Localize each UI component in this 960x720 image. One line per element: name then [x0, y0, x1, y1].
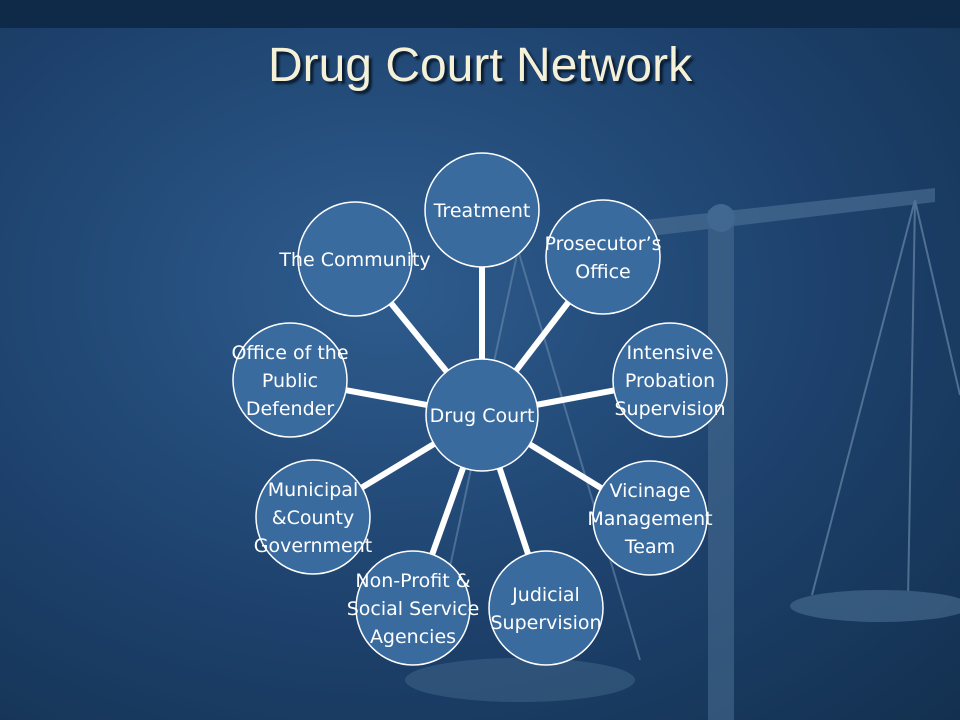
- nodes: Drug CourtTreatmentProsecutor’sOfficeInt…: [231, 152, 728, 666]
- node-non-profit-social-service-agencies-label-line: Non-Profit &: [355, 570, 470, 592]
- node-drug-court-label-line: Drug Court: [430, 405, 535, 427]
- node-prosecutors-office-label-line: Office: [575, 261, 630, 283]
- node-judicial-supervision-label-line: Supervision: [490, 612, 601, 634]
- node-office-of-the-public-defender-circle: [232, 322, 348, 438]
- node-judicial-supervision-label-line: Judicial: [511, 584, 580, 606]
- connectors: [345, 267, 615, 556]
- connector-intensive-probation-supervision: [536, 387, 615, 408]
- connector-non-profit-social-service-agencies: [429, 466, 466, 556]
- node-intensive-probation-supervision-label-line: Intensive: [627, 342, 714, 364]
- node-office-of-the-public-defender-label-line: Defender: [246, 398, 334, 420]
- node-municipal-county-government-circle: [255, 459, 371, 575]
- node-prosecutors-office-circle: [545, 199, 661, 315]
- node-the-community-circle: [297, 201, 413, 317]
- node-the-community-label-line: The Community: [278, 249, 430, 271]
- node-vicinage-management-team-label-line: Management: [587, 508, 712, 530]
- node-intensive-probation-supervision-label-line: Supervision: [614, 398, 725, 420]
- connector-office-of-the-public-defender: [345, 387, 428, 408]
- node-non-profit-social-service-agencies-circle: [355, 550, 471, 666]
- node-vicinage-management-team-label-line: Team: [624, 536, 675, 558]
- node-treatment-circle: [424, 152, 540, 268]
- connector-judicial-supervision: [496, 467, 531, 555]
- node-municipal-county-government-label-line: &County: [272, 507, 355, 529]
- node-intensive-probation-supervision-circle: [612, 322, 728, 438]
- node-non-profit-social-service-agencies-label-line: Agencies: [370, 626, 456, 648]
- node-vicinage-management-team-label-line: Vicinage: [609, 480, 690, 502]
- node-municipal-county-government-label-line: Municipal: [268, 479, 358, 501]
- node-judicial-supervision-circle: [488, 550, 604, 666]
- node-office-of-the-public-defender-label-line: Public: [262, 370, 318, 392]
- slide-title: Drug Court Network: [267, 39, 693, 92]
- node-intensive-probation-supervision-label-line: Probation: [625, 370, 715, 392]
- node-drug-court: Drug Court: [425, 358, 539, 472]
- node-drug-court-circle: [425, 358, 539, 472]
- node-non-profit-social-service-agencies-label-line: Social Service: [347, 598, 480, 620]
- node-treatment-label-line: Treatment: [433, 200, 531, 222]
- node-prosecutors-office-label-line: Prosecutor’s: [544, 233, 661, 255]
- node-treatment: Treatment: [424, 152, 540, 268]
- connector-vicinage-management-team: [528, 441, 603, 491]
- top-band: [0, 0, 960, 28]
- node-municipal-county-government-label-line: Government: [254, 535, 373, 557]
- node-the-community: The Community: [278, 201, 431, 317]
- node-vicinage-management-team-circle: [592, 460, 708, 576]
- node-office-of-the-public-defender-label-line: Office of the: [231, 342, 348, 364]
- connector-the-community: [388, 301, 449, 374]
- connector-municipal-county-government: [360, 441, 436, 491]
- connector-prosecutors-office: [513, 300, 571, 373]
